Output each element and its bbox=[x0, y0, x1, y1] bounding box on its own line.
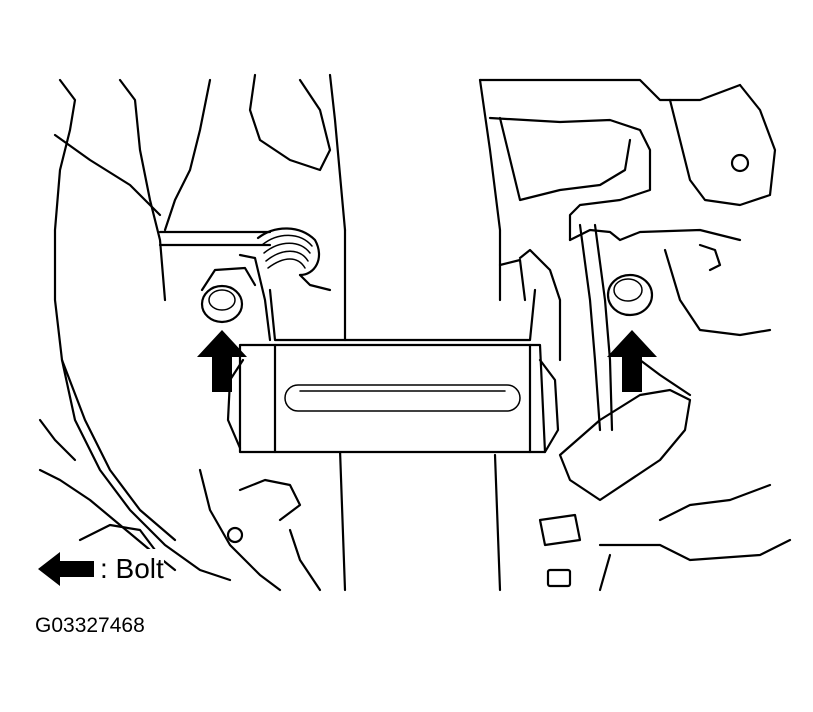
bolt-right bbox=[606, 273, 654, 317]
pedal-bracket bbox=[226, 248, 562, 454]
right-bracket bbox=[478, 78, 777, 432]
bolt-arrow-right bbox=[607, 330, 657, 392]
steering-column bbox=[338, 78, 502, 592]
bolt-left bbox=[200, 266, 257, 324]
figure-id: G03327468 bbox=[35, 614, 145, 637]
legend-label: : Bolt bbox=[100, 553, 164, 584]
legend: : Bolt bbox=[38, 549, 164, 589]
return-spring bbox=[238, 227, 332, 342]
lower-right-panel bbox=[538, 358, 792, 592]
upper-bracket bbox=[158, 73, 347, 247]
bolt-arrow-left bbox=[197, 330, 247, 392]
left-hose bbox=[38, 78, 232, 582]
left-arrow-icon bbox=[38, 552, 94, 586]
